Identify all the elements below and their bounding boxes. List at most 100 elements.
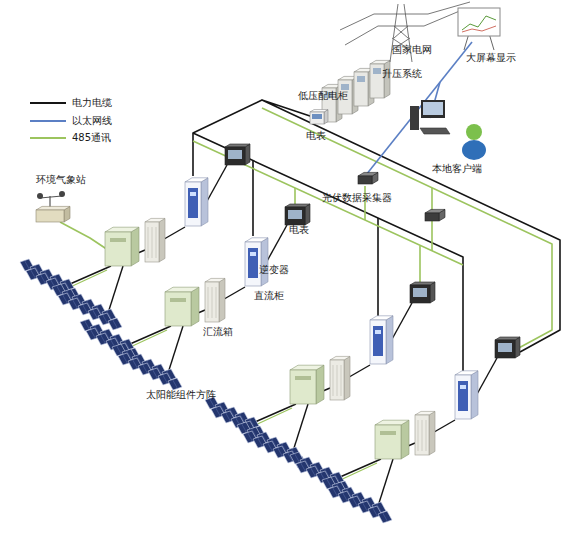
module-grid: [25, 261, 30, 270]
cabinet-slat: [156, 227, 157, 258]
meter-screen: [312, 114, 322, 119]
part-label: 逆变器: [259, 264, 289, 276]
energy-meter-top: [410, 282, 435, 285]
dc-cabinet-side: [344, 356, 350, 400]
part-label: 光伏数据采集器: [322, 192, 392, 204]
legend-swatch: [30, 120, 66, 122]
module-grid: [117, 346, 122, 355]
inverter-panel: [248, 248, 258, 278]
data-collector-front: [425, 213, 439, 221]
module-grid: [173, 380, 178, 389]
power-cable: [340, 459, 381, 477]
energy-meter: [410, 282, 435, 303]
combiner-plate: [170, 298, 186, 302]
combiner-box: [165, 287, 199, 326]
meter-screen: [413, 288, 427, 297]
dc-cabinet-side: [219, 278, 225, 322]
switchgear-cabinet-top: [370, 60, 390, 64]
power-cable: [70, 266, 111, 284]
part-label: 环境气象站: [36, 174, 86, 186]
legend-text: 485通讯: [72, 132, 111, 144]
inverter-cabinet-side: [471, 371, 478, 419]
cabinet-slat: [341, 365, 342, 396]
module-grid: [311, 468, 316, 477]
ethernet-cable: [362, 42, 472, 180]
energy-meter-front: [285, 207, 305, 225]
switchgear-window: [341, 84, 349, 90]
combiner-box-side: [131, 227, 139, 266]
module-grid: [373, 508, 378, 517]
module-grid: [295, 454, 300, 463]
rs485-cable: [294, 188, 296, 205]
inverter-cabinet: [370, 316, 393, 364]
part-label: 电表: [289, 224, 309, 236]
legend-text: 电力电缆: [72, 97, 112, 109]
combiner-box-top: [375, 420, 409, 425]
module-grid: [101, 335, 106, 344]
switchgear-cabinet: [370, 60, 390, 98]
energy-meter-side: [430, 282, 435, 303]
cabinet-slat: [212, 287, 213, 318]
data-collector-top: [358, 172, 378, 176]
inverter-cabinet: [245, 238, 268, 286]
power-cable: [252, 161, 254, 236]
part-label: 电表: [306, 130, 326, 142]
tower-strut: [394, 26, 408, 38]
part-label: 国家电网: [392, 44, 432, 56]
combiner-box-side: [401, 420, 409, 459]
data-collector-front: [358, 176, 372, 184]
combiner-box-side: [191, 287, 199, 326]
tower-strut: [340, 14, 374, 30]
dc-cabinet-top: [415, 411, 435, 415]
module-grid: [353, 498, 358, 507]
rs485-cable: [60, 222, 108, 250]
energy-meter: [310, 110, 328, 124]
switchgear-cabinet-side: [384, 60, 390, 98]
combiner-box: [375, 420, 409, 459]
module-grid: [63, 295, 68, 304]
energy-meter-side: [305, 204, 310, 225]
part-label: 汇流箱: [203, 326, 233, 338]
transmission-tower: [340, 2, 470, 62]
meter-screen: [498, 343, 512, 352]
tower-strut: [345, 26, 378, 45]
station-arm: [40, 196, 62, 198]
station-sensor: [59, 191, 65, 197]
switchgear-window: [373, 68, 381, 74]
inverter-cabinet-side: [201, 178, 208, 226]
pc-tower: [410, 106, 419, 130]
energy-meter: [225, 144, 250, 165]
wire-layer: [30, 42, 560, 503]
station-sensor: [37, 193, 43, 199]
module-grid: [83, 305, 88, 314]
module-grid: [333, 488, 338, 497]
dc-cabinet-side: [429, 411, 435, 455]
module-grid: [216, 408, 221, 417]
inverter-panel: [373, 326, 383, 356]
combiner-box-top: [165, 287, 199, 292]
switchgear-cabinet-front: [354, 72, 368, 106]
data-collector: [358, 172, 378, 184]
cabinet-slat: [152, 227, 153, 258]
inverter-screen: [375, 330, 381, 334]
module-grid: [57, 286, 62, 295]
module-grid: [248, 433, 253, 442]
inverter-panel: [458, 381, 468, 411]
station-base-top: [36, 206, 70, 210]
power-cable: [130, 326, 171, 344]
combiner-box: [105, 227, 139, 266]
energy-meter-front: [310, 112, 324, 124]
part-label: 升压系统: [382, 68, 422, 80]
combiner-box-side: [316, 365, 324, 404]
energy-meter: [285, 204, 310, 225]
module-grid: [93, 310, 98, 319]
combiner-box-top: [105, 227, 139, 232]
inverter-screen: [250, 252, 256, 256]
cabinet-slat: [148, 227, 149, 258]
weather-station: [36, 191, 70, 222]
module-grid: [103, 315, 108, 324]
energy-meter-side: [245, 144, 250, 165]
module-grid: [153, 370, 158, 379]
module-grid: [113, 320, 118, 329]
